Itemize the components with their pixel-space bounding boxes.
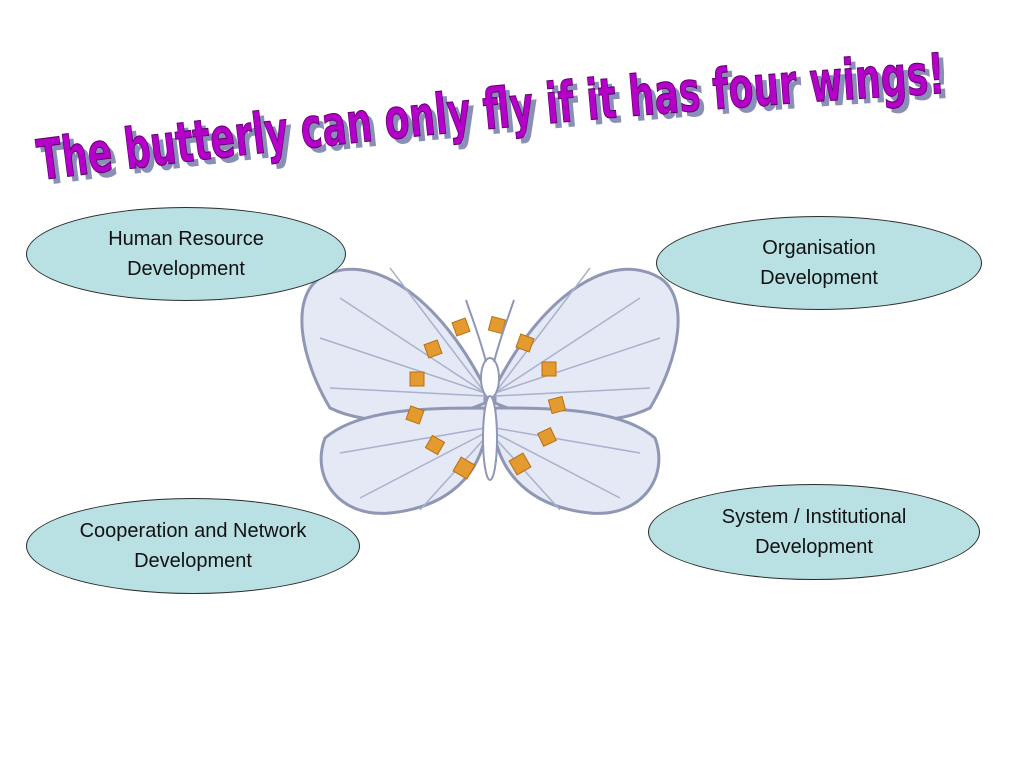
slide-title: The butterly can only fly if it has four… <box>33 41 952 198</box>
bubble-label: Organisation Development <box>760 237 878 289</box>
bubble-cooperation-network-development: Cooperation and Network Development <box>26 498 360 594</box>
bubble-human-resource-development: Human Resource Development <box>26 207 346 301</box>
bubble-label: Human Resource Development <box>108 228 264 280</box>
butterfly-illustration <box>300 267 680 515</box>
wing-upper-left <box>300 267 487 423</box>
bubble-organisation-development: Organisation Development <box>656 216 982 310</box>
butterfly-body <box>465 299 515 481</box>
wing-veins <box>319 267 661 511</box>
wing-patches <box>405 315 567 480</box>
bubble-system-institutional-development: System / Institutional Development <box>648 484 980 580</box>
bubble-label: System / Institutional Development <box>721 506 907 558</box>
bubble-label: Cooperation and Network Development <box>79 520 307 572</box>
